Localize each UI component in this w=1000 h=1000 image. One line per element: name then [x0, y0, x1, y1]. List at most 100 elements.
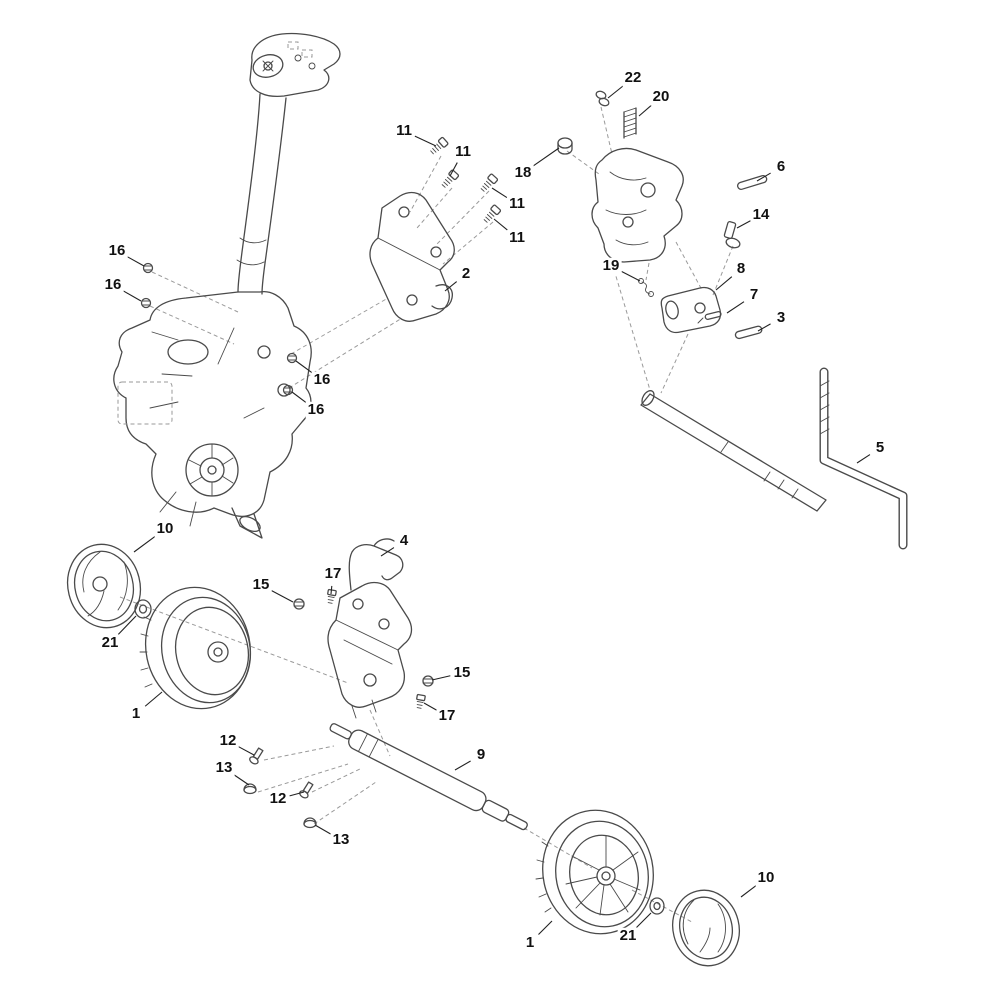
- part-callout-2: 2: [459, 264, 473, 283]
- part-callout-11: 11: [453, 142, 473, 161]
- leader-line-18: [532, 147, 560, 167]
- part-callout-14: 14: [750, 205, 772, 224]
- part-callout-16: 16: [106, 241, 128, 260]
- washer-22: [595, 90, 610, 107]
- part-callout-15: 15: [451, 663, 473, 682]
- leader-line-14: [736, 220, 751, 229]
- leader-line-10: [740, 884, 757, 898]
- hubcap-left: [66, 543, 142, 629]
- handlebar-mount: [249, 32, 341, 98]
- part-callout-8: 8: [734, 259, 748, 278]
- leader-line-10: [133, 535, 156, 553]
- part-callout-10: 10: [755, 868, 777, 887]
- cap-nuts-13: [243, 783, 317, 829]
- part-callout-12: 12: [217, 731, 239, 750]
- part-callout-5: 5: [873, 438, 887, 457]
- leader-line-22: [607, 85, 624, 99]
- leader-line-16: [127, 256, 145, 267]
- part-callout-21: 21: [99, 633, 121, 652]
- cap-18: [557, 137, 573, 155]
- mount-bracket: [369, 191, 455, 322]
- leader-line-12: [238, 746, 255, 756]
- part-callout-4: 4: [397, 531, 411, 550]
- part-callout-1: 1: [129, 704, 143, 723]
- part-callout-18: 18: [512, 163, 534, 182]
- crank-handle-5: [819, 367, 908, 550]
- nuts-15: [293, 598, 434, 687]
- part-callout-10: 10: [154, 519, 176, 538]
- axle-shaft-9: [329, 723, 528, 831]
- leader-line-16: [291, 391, 307, 404]
- screw-7: [697, 311, 722, 324]
- pin-6: [736, 174, 768, 190]
- part-callout-15: 15: [250, 575, 272, 594]
- leader-line-11: [414, 135, 437, 147]
- part-callout-13: 13: [330, 830, 352, 849]
- part-callout-11: 11: [507, 228, 527, 247]
- depth-stake-rod: [640, 390, 827, 512]
- screws-12: [249, 747, 314, 799]
- flange-nuts-16: [140, 262, 298, 396]
- leader-line-17: [330, 585, 333, 595]
- leader-line-16: [123, 290, 142, 302]
- gearbox-housing: [113, 290, 312, 539]
- part-callout-16: 16: [311, 370, 333, 389]
- leader-line-6: [756, 172, 771, 182]
- part-callout-17: 17: [436, 706, 458, 725]
- part-callout-17: 17: [322, 564, 344, 583]
- leader-line-21: [636, 912, 652, 928]
- shift-block-8: [660, 286, 722, 334]
- handle-tube: [236, 93, 287, 295]
- leader-line-19: [621, 271, 641, 282]
- right-housing: [591, 147, 684, 263]
- part-callout-12: 12: [267, 789, 289, 808]
- part-callout-16: 16: [102, 275, 124, 294]
- wire-clip-4: [348, 538, 404, 591]
- part-callout-20: 20: [650, 87, 672, 106]
- part-callout-7: 7: [747, 285, 761, 304]
- spring-pin-19: [638, 278, 654, 297]
- washer-21-right: [649, 897, 665, 915]
- bolt-14: [723, 221, 741, 249]
- part-callout-11: 11: [394, 121, 414, 140]
- leader-line-8: [715, 276, 733, 291]
- assembly-alignment-lines: [119, 106, 734, 923]
- leader-line-1: [538, 920, 553, 935]
- bolts-17: [327, 588, 426, 709]
- leader-line-16: [295, 360, 313, 374]
- part-callout-9: 9: [474, 745, 488, 764]
- wheel-right: [535, 809, 654, 935]
- leader-line-4: [380, 547, 395, 557]
- leader-line-5: [856, 454, 871, 464]
- leader-line-21: [117, 615, 137, 635]
- part-callout-22: 22: [622, 68, 644, 87]
- part-callout-11: 11: [507, 194, 527, 213]
- part-callout-21: 21: [617, 926, 639, 945]
- leader-line-11: [493, 218, 509, 231]
- leader-line-11: [449, 162, 458, 177]
- leader-line-2: [444, 281, 458, 292]
- part-callout-6: 6: [774, 157, 788, 176]
- leader-line-17: [423, 702, 437, 711]
- part-callout-19: 19: [600, 256, 622, 275]
- leader-line-3: [757, 323, 771, 332]
- leader-line-13: [314, 824, 331, 835]
- leader-line-15: [271, 590, 294, 603]
- part-callout-16: 16: [305, 400, 327, 419]
- spring-20: [623, 107, 637, 139]
- leader-line-11: [491, 187, 508, 198]
- leader-line-13: [233, 774, 250, 786]
- hubcap-right: [672, 889, 740, 967]
- part-callout-3: 3: [774, 308, 788, 327]
- washer-21-left: [134, 599, 152, 619]
- part-callout-13: 13: [213, 758, 235, 777]
- leader-line-12: [289, 791, 305, 797]
- wheel-left: [139, 586, 252, 710]
- wheel-bracket: [327, 581, 413, 719]
- leader-line-20: [638, 104, 653, 117]
- screws-11: [430, 136, 502, 223]
